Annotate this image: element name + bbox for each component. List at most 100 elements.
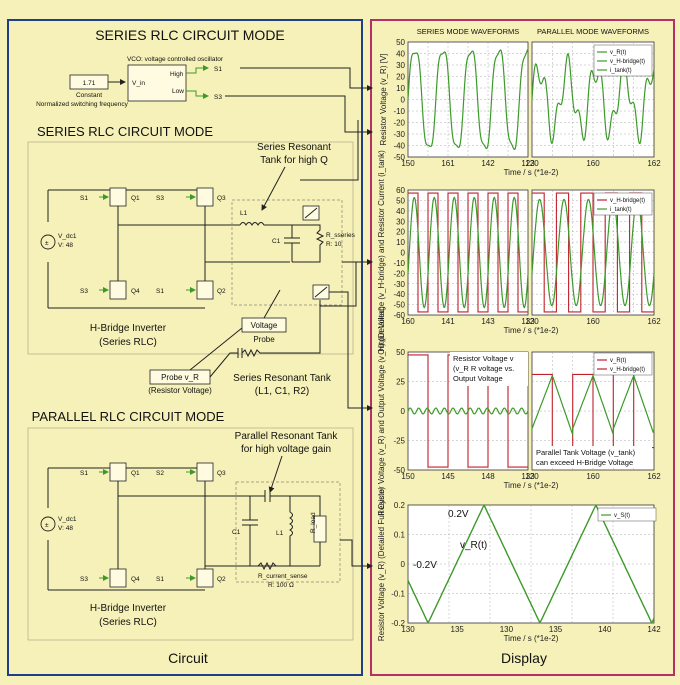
series-tank-note-l2: Tank for high Q — [260, 155, 328, 166]
series-capacitor-label: C1 — [272, 238, 281, 245]
plot2-ylabel: Output Voltage (v_H-bridge) and Resistor… — [377, 150, 386, 355]
parallel-inductor-label: L1 — [276, 530, 284, 537]
parallel-inductor[interactable] — [289, 496, 293, 566]
plot3-ylabel: Resistor Voltage (v_R) and Output Voltag… — [377, 306, 386, 516]
series-inductor[interactable] — [239, 222, 292, 226]
series-dc-source[interactable] — [40, 234, 56, 250]
plot3-annot-right-l1: Parallel Tank Voltage (v_tank) — [536, 448, 636, 457]
plot1-ytick-4: 10 — [396, 84, 405, 93]
plot2-xtick-r-2: 162 — [647, 317, 661, 326]
current-sense-resistor[interactable] — [257, 561, 277, 571]
parallel-note-l2: for high voltage gain — [241, 444, 331, 455]
plot2-left-itank — [407, 196, 529, 309]
plot2-ytick-0: 60 — [396, 186, 405, 195]
plot2-xtick-l-2: 143 — [481, 317, 495, 326]
plot4-legend — [597, 507, 657, 522]
plot4-ytick-3: -0.1 — [391, 590, 405, 599]
parallel-source-value: V: 48 — [58, 525, 73, 532]
series-switch-q3[interactable]: S3 Q3 — [156, 187, 226, 207]
plot1-ytick-2: 30 — [396, 61, 405, 70]
parallel-q1-name: Q1 — [131, 470, 140, 477]
series-circuit-frame — [27, 141, 354, 355]
plot1-ytick-1: 40 — [396, 50, 405, 59]
plot1-xtick-l-2: 142 — [481, 159, 495, 168]
plot4-vr — [407, 504, 655, 624]
series-q1-gate: S1 — [80, 195, 88, 202]
vco-low: Low — [172, 88, 184, 95]
plot2-xtick-l-3: 133 — [521, 317, 535, 326]
plot3-ytick-3: -25 — [393, 437, 405, 446]
series-switch-q2[interactable]: S1 Q2 — [156, 280, 226, 300]
plot3-legend-item-0: v_R(t) — [610, 358, 626, 364]
parallel-cap-series[interactable] — [264, 490, 321, 566]
parallel-q2-name: Q2 — [217, 576, 226, 583]
sense-value: R: 100 Ω — [268, 582, 294, 589]
plot2-ytick-6: 0 — [401, 249, 406, 258]
plot1-xtick-r-2: 162 — [647, 159, 661, 168]
plot2-ytick-11: -50 — [393, 301, 405, 310]
constant-value: 1.71 — [83, 80, 96, 87]
plot2-ytick-5: 10 — [396, 238, 405, 247]
series-source-value: V: 48 — [58, 242, 73, 249]
plot1-ytick-0: 50 — [396, 38, 405, 47]
parallel-switch-q4[interactable]: S3 Q4 — [80, 568, 140, 588]
voltage-probe-l2: Probe — [253, 335, 275, 344]
plot3-annot-left-l2: (v_R R voltage vs. — [453, 364, 514, 373]
plot1-left-vr — [407, 48, 529, 151]
vco-block[interactable] — [127, 64, 187, 102]
parallel-q2-gate: S1 — [156, 576, 164, 583]
plot2-ytick-10: -40 — [393, 290, 405, 299]
plot2-left-vh — [408, 192, 528, 313]
plot1-ytick-3: 20 — [396, 73, 405, 82]
parallel-inverter-l1: H-Bridge Inverter — [90, 603, 167, 614]
constant-label: Constant — [76, 92, 102, 99]
freq-label: Normalized switching frequency — [36, 101, 129, 108]
plot3-xtick-l-1: 145 — [441, 472, 455, 481]
parallel-note-l1: Parallel Resonant Tank — [235, 431, 339, 442]
svg-text:±: ± — [45, 522, 49, 529]
parallel-load-label: R_load — [310, 512, 317, 533]
parallel-switch-q1[interactable]: S1 Q1 — [80, 462, 140, 482]
plot1-ytick-9: -40 — [393, 142, 405, 151]
plot3-ytick-0: 50 — [396, 348, 405, 357]
parallel-q4-name: Q4 — [131, 576, 140, 583]
series-switch-q4[interactable]: S3 Q4 — [80, 280, 140, 300]
vco-input: V_in — [132, 80, 145, 87]
vco-high: High — [170, 71, 184, 78]
plot2-xtick-l-1: 141 — [441, 317, 455, 326]
parallel-load[interactable] — [313, 515, 327, 543]
series-inverter-l1: H-Bridge Inverter — [90, 323, 167, 334]
parallel-dc-source[interactable] — [40, 516, 56, 532]
series-inductor-label: L1 — [240, 210, 248, 217]
display-panel-label: Display — [501, 650, 547, 666]
series-q4-name: Q4 — [131, 288, 140, 295]
plot3-xtick-l-0: 150 — [401, 472, 415, 481]
series-capacitor[interactable] — [284, 225, 300, 262]
parallel-capacitor[interactable] — [242, 496, 258, 566]
parallel-q4-gate: S3 — [80, 576, 88, 583]
plot2-xlabel: Time / s (*1e-2) — [504, 326, 559, 335]
plot1-ylabel: Resistor Voltage (v_R) [V] — [379, 53, 388, 145]
plot4-xtick-5: 142 — [647, 625, 661, 634]
parallel-switch-q3[interactable]: S2 Q3 — [156, 462, 226, 482]
series-q2-gate: S1 — [156, 288, 164, 295]
plot2-xtick-l-0: 160 — [401, 317, 415, 326]
plot1-title-left: SERIES MODE WAVEFORMS — [417, 27, 520, 36]
probe-vr-l2: (Resistor Voltage) — [148, 386, 212, 395]
plot2-legend-item-0: v_H-bridge(t) — [610, 198, 645, 204]
parallel-switch-q2[interactable]: S1 Q2 — [156, 568, 226, 588]
plot1-xlabel: Time / s (*1e-2) — [504, 168, 559, 177]
parallel-q3-name: Q3 — [217, 470, 226, 477]
plot4-xtick-1: 135 — [451, 625, 465, 634]
plot1-xtick-l-3: 123 — [521, 159, 535, 168]
plot3-xlabel: Time / s (*1e-2) — [504, 481, 559, 490]
parallel-q1-gate: S1 — [80, 470, 88, 477]
plot3-annot-right-l2: can exceed H-Bridge Voltage — [536, 458, 633, 467]
voltage-probe-l1: Voltage — [251, 321, 278, 330]
series-resistor[interactable] — [292, 224, 325, 263]
series-switch-q1[interactable]: S1 Q1 — [80, 187, 140, 207]
parallel-capacitor-label: C1 — [232, 529, 241, 536]
plot2-ytick-3: 30 — [396, 217, 405, 226]
series-tank-label-l2: (L1, C1, R2) — [255, 386, 309, 397]
